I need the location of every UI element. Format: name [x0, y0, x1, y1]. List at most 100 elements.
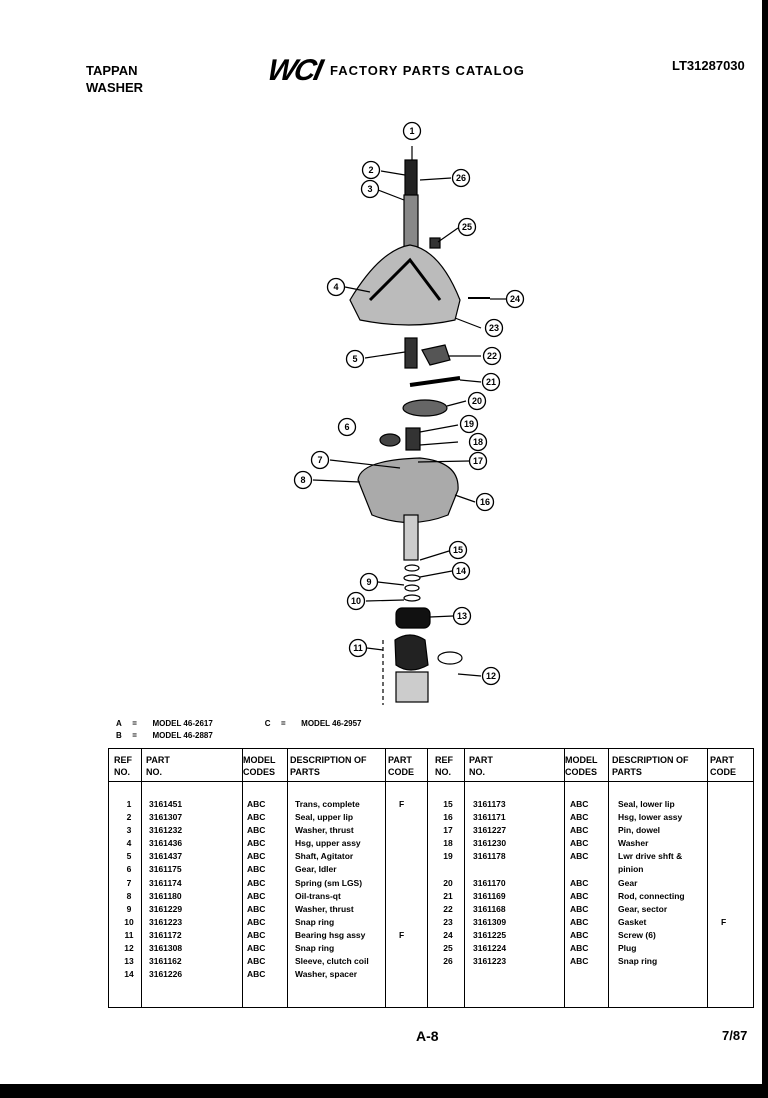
svg-text:19: 19 [464, 419, 474, 429]
exploded-transmission-diagram: 1234567891011121314151617181920212223242… [293, 121, 525, 705]
left-desc-cell: Sleeve, clutch coil [295, 956, 369, 967]
product-name: WASHER [86, 80, 144, 95]
parts-table: REF NO. PART NO. MODEL CODES DESCRIPTION… [108, 748, 754, 1008]
left-part-cell: 3161229 [149, 903, 183, 914]
left-model-cell: ABC [247, 825, 266, 836]
left-code-cell [399, 837, 404, 850]
right-part-cell: 3161230 [473, 838, 507, 849]
right-model-cell: ABC [570, 916, 589, 927]
svg-text:20: 20 [472, 396, 482, 406]
right-code-cell [721, 824, 726, 837]
right-code-cell [721, 955, 726, 968]
right-code-cell [721, 798, 726, 811]
right-part-cell: 3161227 [473, 825, 507, 836]
legend-key: C [264, 719, 271, 728]
right-code-column: F [721, 798, 726, 968]
right-model-cell [570, 863, 588, 876]
callout-14: 14 [451, 561, 471, 581]
callout-12: 12 [481, 666, 501, 686]
left-code-cell [399, 824, 404, 837]
left-part-cell: 3161437 [149, 851, 183, 862]
callout-24: 24 [505, 289, 525, 309]
svg-text:26: 26 [456, 173, 466, 183]
clutch-sleeve [395, 607, 431, 629]
callout-group: 1234567891011121314151617181920212223242… [293, 121, 525, 686]
left-model-cell: ABC [247, 969, 266, 980]
sector-gear [421, 344, 451, 366]
lower-housing [357, 457, 459, 524]
header-ref: REF NO. [114, 755, 132, 777]
header-part-2: PART NO. [469, 755, 493, 777]
left-ref-cell: 12 [124, 943, 134, 954]
left-model-cell: ABC [247, 864, 266, 875]
right-desc-cell: Snap ring [618, 956, 658, 967]
agitator-shaft-lower [404, 337, 418, 369]
right-part-cell: 3161178 [473, 851, 506, 862]
left-code-cell: F [399, 929, 405, 940]
right-code-cell: F [721, 916, 727, 927]
svg-text:24: 24 [510, 294, 520, 304]
left-model-cell: ABC [247, 851, 266, 862]
right-code-cell [721, 837, 726, 850]
left-ref-cell: 4 [126, 838, 132, 849]
svg-text:25: 25 [462, 222, 472, 232]
left-part-cell: 3161232 [149, 825, 183, 836]
right-model-cell: ABC [570, 890, 589, 901]
svg-text:14: 14 [456, 566, 466, 576]
right-ref-cell: 24 [443, 929, 453, 940]
callout-4: 4 [326, 277, 346, 297]
bearing-housing [394, 634, 429, 671]
right-part-cell: 3161169 [473, 890, 506, 901]
left-ref-cell: 6 [126, 864, 132, 875]
callout-22: 22 [482, 346, 502, 366]
left-ref-cell: 14 [124, 969, 134, 980]
right-model-cell: ABC [570, 929, 589, 940]
right-ref-cell: 18 [443, 838, 453, 849]
callout-15: 15 [448, 540, 468, 560]
left-ref-cell: 9 [126, 903, 132, 914]
callout-23: 23 [484, 318, 504, 338]
right-model-cell: ABC [570, 903, 589, 914]
right-ref-cell: 21 [443, 890, 453, 901]
catalog-date: 7/87 [722, 1028, 748, 1043]
svg-text:6: 6 [344, 422, 349, 432]
svg-text:7: 7 [317, 455, 322, 465]
right-desc-cell: pinion [618, 864, 644, 875]
right-code-cell [721, 863, 726, 876]
left-part-cell: 3161175 [149, 864, 182, 875]
left-model-cell: ABC [247, 956, 266, 967]
svg-text:10: 10 [351, 596, 361, 606]
right-ref-cell: 20 [443, 877, 453, 888]
brand-name: TAPPAN [86, 63, 138, 78]
right-part-cell: 3161168 [473, 903, 506, 914]
left-ref-cell: 10 [124, 916, 134, 927]
legend-key: A [116, 719, 122, 728]
left-model-cell: ABC [247, 916, 266, 927]
svg-text:17: 17 [473, 456, 483, 466]
right-ref-cell: 19 [443, 851, 453, 862]
callout-9: 9 [359, 572, 379, 592]
bearing-base [395, 671, 429, 703]
left-model-cell: ABC [247, 929, 266, 940]
left-desc-cell: Gear, Idler [295, 864, 337, 875]
left-model-cell: ABC [247, 943, 266, 954]
plug [429, 237, 441, 249]
left-code-cell [399, 968, 404, 981]
svg-text:3: 3 [367, 184, 372, 194]
right-part-cell: 3161171 [473, 812, 506, 823]
left-desc-cell: Snap ring [295, 916, 335, 927]
right-code-cell [721, 942, 726, 955]
left-code-cell [399, 890, 404, 903]
page-number: A-8 [416, 1028, 439, 1044]
header-code: PART CODE [388, 755, 415, 777]
callout-16: 16 [475, 492, 495, 512]
right-desc-cell: Hsg, lower assy [618, 812, 683, 823]
left-desc-cell: Shaft, Agitator [295, 851, 354, 862]
legend-eq: = [132, 731, 137, 740]
left-model-cell: ABC [247, 890, 266, 901]
left-desc-cell: Snap ring [295, 943, 335, 954]
